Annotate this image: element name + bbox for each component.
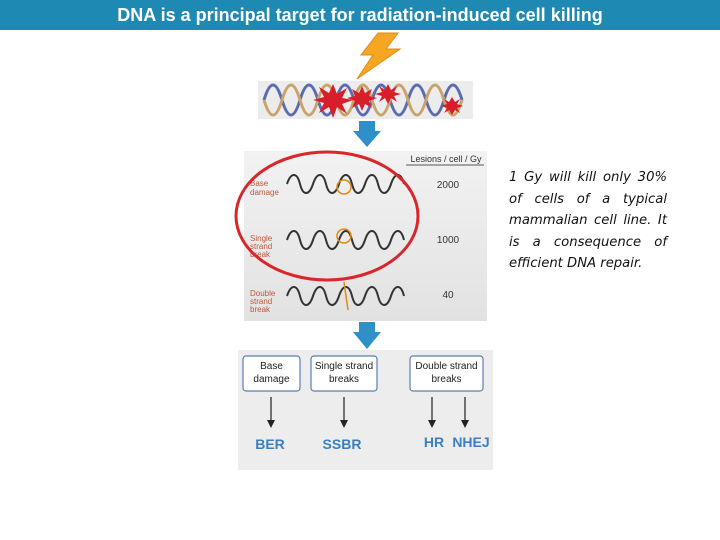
dna-helix-icon [258,81,473,119]
pathway-label: BER [255,436,285,452]
repair-arrows [267,397,469,428]
down-arrow-icon [353,121,381,147]
lesion-value: 40 [442,290,454,301]
damage-burst-icon [313,84,463,118]
lesion-value: 1000 [437,235,460,246]
title-bar: DNA is a principal target for radiation-… [0,0,720,30]
down-arrow-icon [353,322,381,349]
pathway-label: SSBR [323,436,362,452]
lesions-header: Lesions / cell / Gy [410,154,482,164]
highlight-circle [234,150,420,282]
lesion-value: 2000 [437,180,460,191]
pathway-label: NHEJ [452,434,489,450]
note-text: 1 Gy will kill only 30% of cells of a ty… [509,170,667,271]
slide-title: DNA is a principal target for radiation-… [117,5,603,25]
lightning-icon [356,32,402,80]
pathway-label: HR [424,434,444,450]
